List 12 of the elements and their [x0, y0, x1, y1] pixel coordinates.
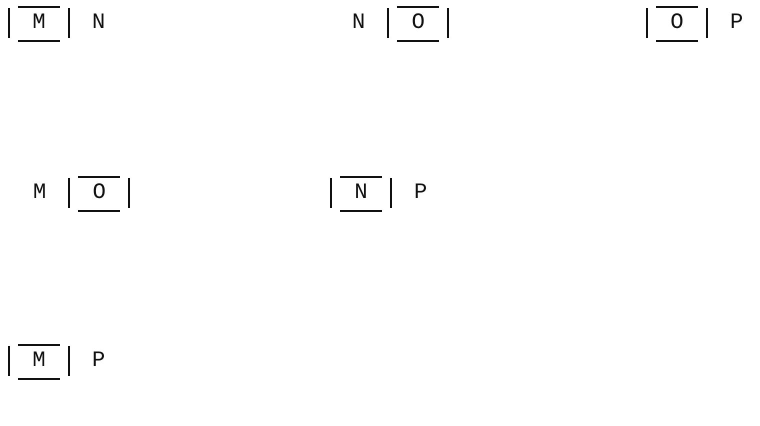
letter-label: P — [730, 12, 744, 34]
letter-label: P — [92, 350, 106, 372]
letter-label: M — [33, 182, 46, 204]
boxed-letter: M — [32, 12, 46, 34]
letter-label: P — [414, 182, 428, 204]
letter-label: N — [92, 12, 106, 34]
boxed-letter: N — [354, 182, 368, 204]
boxed-letter: O — [670, 12, 684, 34]
letter-label: N — [352, 12, 366, 34]
boxed-letter: O — [412, 12, 425, 34]
boxed-letter: M — [32, 350, 46, 372]
boxed-letter: O — [92, 182, 106, 204]
